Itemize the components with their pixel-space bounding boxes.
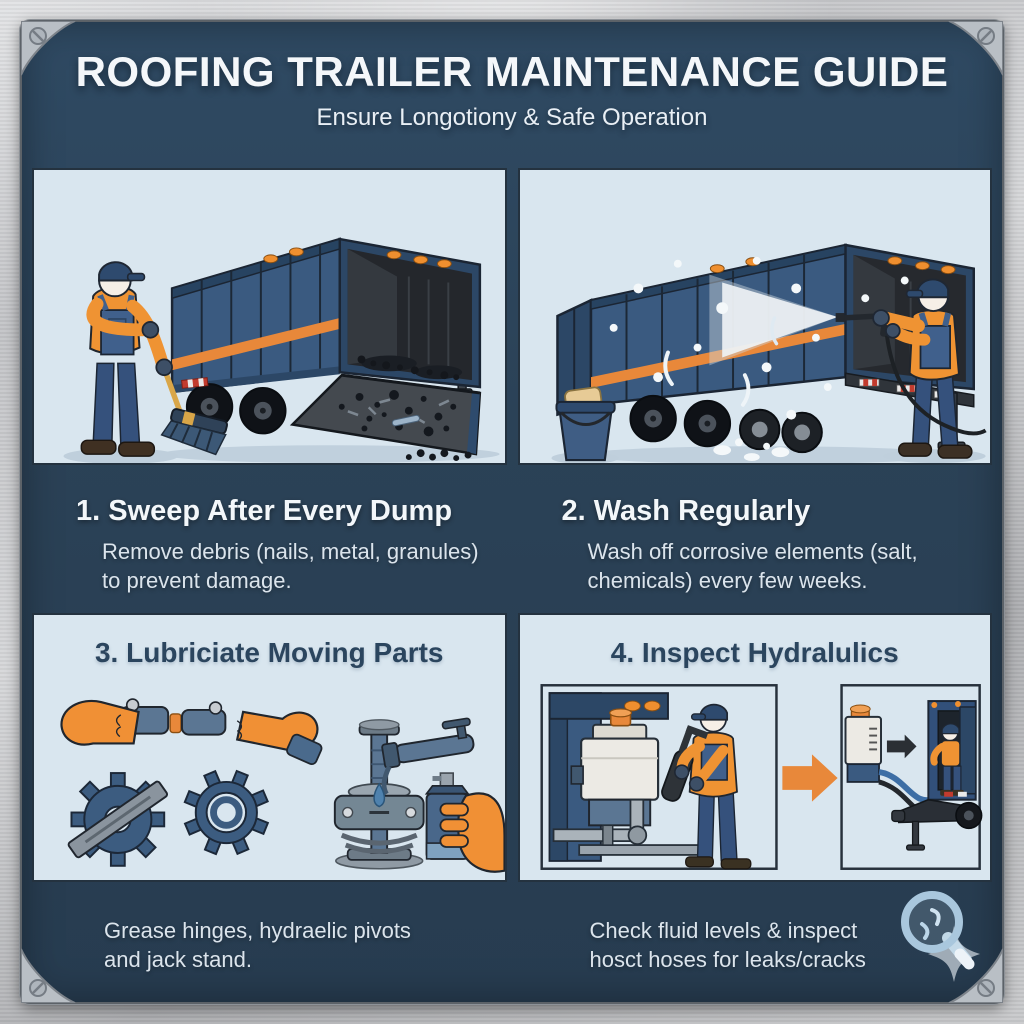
screw-icon: [29, 979, 47, 997]
step-2-caption: 2. Wash Regularly Wash off corrosive ele…: [518, 465, 993, 613]
panel-wash-illustration: [517, 168, 992, 465]
worker-washing: [835, 278, 987, 463]
worker-washing-trailer-scene: [551, 243, 987, 463]
step-3-caption: Grease hinges, hydraelic pivots and jack…: [32, 882, 507, 994]
step-2-body: Wash off corrosive elements (salt, chemi…: [587, 539, 918, 594]
step-1-caption: 1. Sweep After Every Dump Remove debris …: [32, 465, 507, 613]
lubrication-scene: [60, 698, 505, 873]
pipes: [552, 798, 700, 856]
worker-sweeping: [63, 261, 229, 463]
small-trailer: [890, 700, 982, 851]
step-1-body: Remove debris (nails, metal, granules) t…: [102, 539, 479, 594]
reflector-strip: [181, 377, 209, 389]
debris-spill-on-ground: [405, 449, 472, 462]
oil-drip: [373, 782, 386, 808]
hydraulic-reservoir: [570, 708, 659, 827]
panel-lubricate: 3. Lubriciate Moving Parts: [32, 613, 507, 882]
gears: [67, 769, 270, 867]
trailer-wheels: [628, 394, 823, 454]
step-4-caption: Check fluid levels & inspect hosct hoses…: [518, 882, 993, 994]
poster-header: ROOFING TRAILER MAINTENANCE GUIDE Ensure…: [22, 22, 1002, 168]
step-1-title: 1. Sweep After Every Dump: [76, 495, 453, 527]
tiny-worker: [929, 723, 964, 796]
gloved-hands-hinge: [60, 698, 323, 766]
step-4-body: Check fluid levels & inspect hosct hoses…: [589, 918, 866, 973]
debris-inside-trailer: [357, 355, 463, 381]
screw-icon: [977, 979, 995, 997]
step-3-body: Grease hinges, hydraelic pivots and jack…: [104, 918, 411, 973]
panel-sweep-illustration: [32, 168, 507, 465]
step-4-title: 4. Inspect Hydralulics: [610, 637, 899, 668]
hydraulics-inspection-scene: [539, 684, 982, 870]
wash-bucket: [551, 386, 619, 463]
small-reservoir: [844, 704, 882, 783]
water-droplets: [609, 256, 937, 462]
hand-with-spray-can: [424, 772, 505, 873]
poster-title: ROOFING TRAILER MAINTENANCE GUIDE: [75, 48, 949, 95]
poster-subtitle: Ensure Longotiony & Safe Operation: [316, 104, 708, 131]
corner-bracket-bottom-right: [948, 948, 1003, 1003]
content-grid: 1. Sweep After Every Dump Remove debris …: [32, 168, 992, 994]
jack-stand-with-grease-gun: [333, 717, 475, 870]
orange-right-arrow-icon: [781, 754, 838, 802]
panel-hydraulics: 4. Inspect Hydralulics: [517, 613, 992, 882]
trailer-wheels: [185, 383, 287, 435]
screw-icon: [977, 27, 995, 45]
step-3-title: 3. Lubriciate Moving Parts: [94, 637, 444, 668]
dump-trailer: [170, 237, 482, 462]
magnifying-glass-icon: [901, 891, 980, 982]
step-2-title: 2. Wash Regularly: [561, 495, 811, 527]
grease-gun: [381, 717, 475, 796]
corner-bracket-top-left: [21, 21, 76, 76]
screw-icon: [29, 27, 47, 45]
corner-bracket-top-right: [948, 21, 1003, 76]
corner-bracket-bottom-left: [21, 948, 76, 1003]
worker-sweeping-trailer-scene: [63, 237, 500, 463]
poster-panel: ROOFING TRAILER MAINTENANCE GUIDE Ensure…: [20, 20, 1004, 1004]
marker-lights: [263, 247, 452, 269]
inspection-subpanel-before: [539, 684, 778, 870]
inspection-subpanel-after: [839, 684, 982, 870]
worker-inspecting: [660, 703, 751, 870]
ramp-with-debris: [289, 373, 482, 462]
